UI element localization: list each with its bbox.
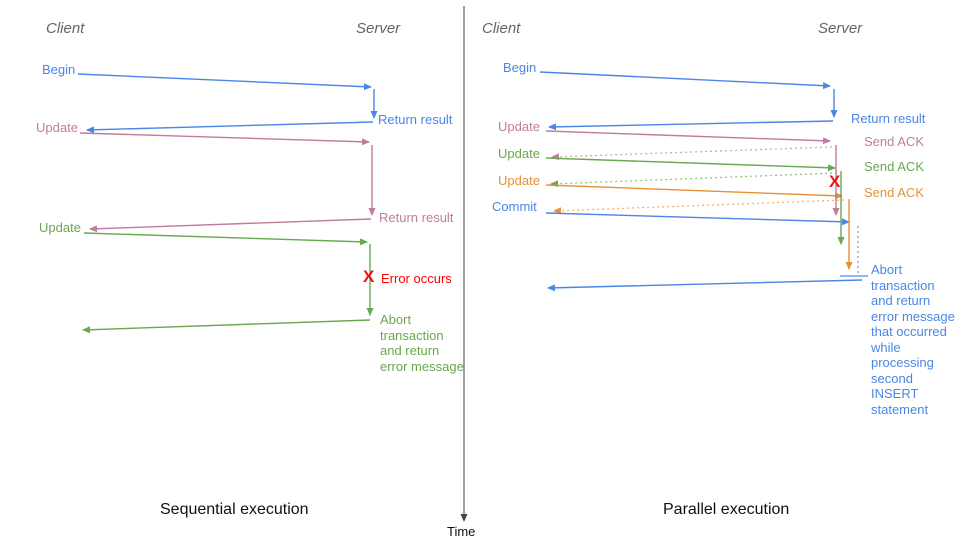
left-abort-line: transaction <box>380 327 444 343</box>
right-error-x-icon: X <box>829 172 841 191</box>
right-begin-label: Begin <box>503 60 537 75</box>
left-update-1-label: Update <box>36 120 78 135</box>
left-return-result-2-arrow <box>89 218 372 233</box>
right-server-header: Server <box>818 20 863 37</box>
right-abort-line: that occurred <box>871 324 947 339</box>
right-abort-line: INSERT <box>871 386 919 401</box>
right-abort-line: statement <box>871 401 929 417</box>
right-send-ack-1-label: Send ACK <box>864 134 924 149</box>
right-abort-line: second <box>871 370 913 386</box>
right-update-3-label: Update <box>498 173 540 188</box>
left-error-x-icon: X <box>363 267 375 286</box>
left-abort-message: Abort transaction and return error messa… <box>380 312 464 374</box>
right-begin-request-arrow <box>539 71 831 90</box>
right-update-1-request-arrow <box>545 130 831 145</box>
time-axis-label: Time <box>447 524 476 539</box>
right-update-3-request-arrow <box>545 184 843 200</box>
left-abort-return-arrow <box>82 319 371 334</box>
left-update-2-request-arrow <box>83 232 368 246</box>
right-send-ack-3-label: Send ACK <box>864 185 924 200</box>
left-return-result-1-arrow <box>86 121 374 134</box>
left-begin-label: Begin <box>42 62 76 77</box>
right-commit-request-arrow <box>545 212 850 226</box>
left-error-occurs-label: Error occurs <box>381 271 452 286</box>
left-server-header: Server <box>356 20 401 37</box>
right-abort-line: while <box>871 339 901 355</box>
left-abort-line: and return <box>380 343 440 358</box>
right-abort-line: and return <box>871 293 931 308</box>
left-update-2-label: Update <box>39 220 81 235</box>
right-ack-3-dotted-arrow <box>553 199 845 215</box>
right-ack-1-dotted-arrow <box>551 146 833 161</box>
right-caption: Parallel execution <box>663 501 790 518</box>
left-abort-line: error message <box>380 358 464 374</box>
right-abort-line: error message <box>871 308 955 324</box>
right-return-result-label: Return result <box>851 111 926 126</box>
right-ack-2-dotted-arrow <box>550 172 838 188</box>
left-return-result-1-label: Return result <box>378 112 453 127</box>
right-abort-line: processing <box>871 355 934 370</box>
left-begin-request-arrow <box>77 73 372 91</box>
right-update-2-label: Update <box>498 146 540 161</box>
right-client-header: Client <box>482 20 521 37</box>
right-commit-label: Commit <box>492 199 537 214</box>
right-abort-message: Abort transaction and return error messa… <box>871 262 955 417</box>
left-abort-line: Abort <box>380 312 412 327</box>
right-abort-return-arrow <box>547 279 863 292</box>
right-update-1-label: Update <box>498 119 540 134</box>
left-return-result-2-label: Return result <box>379 210 454 225</box>
right-abort-line: transaction <box>871 277 935 293</box>
left-client-header: Client <box>46 20 85 37</box>
left-caption: Sequential execution <box>160 501 309 518</box>
right-update-2-request-arrow <box>545 157 836 172</box>
right-abort-line: Abort <box>871 262 903 277</box>
left-update-1-request-arrow <box>79 132 370 146</box>
right-send-ack-2-label: Send ACK <box>864 159 924 174</box>
right-return-result-arrow <box>548 120 834 131</box>
